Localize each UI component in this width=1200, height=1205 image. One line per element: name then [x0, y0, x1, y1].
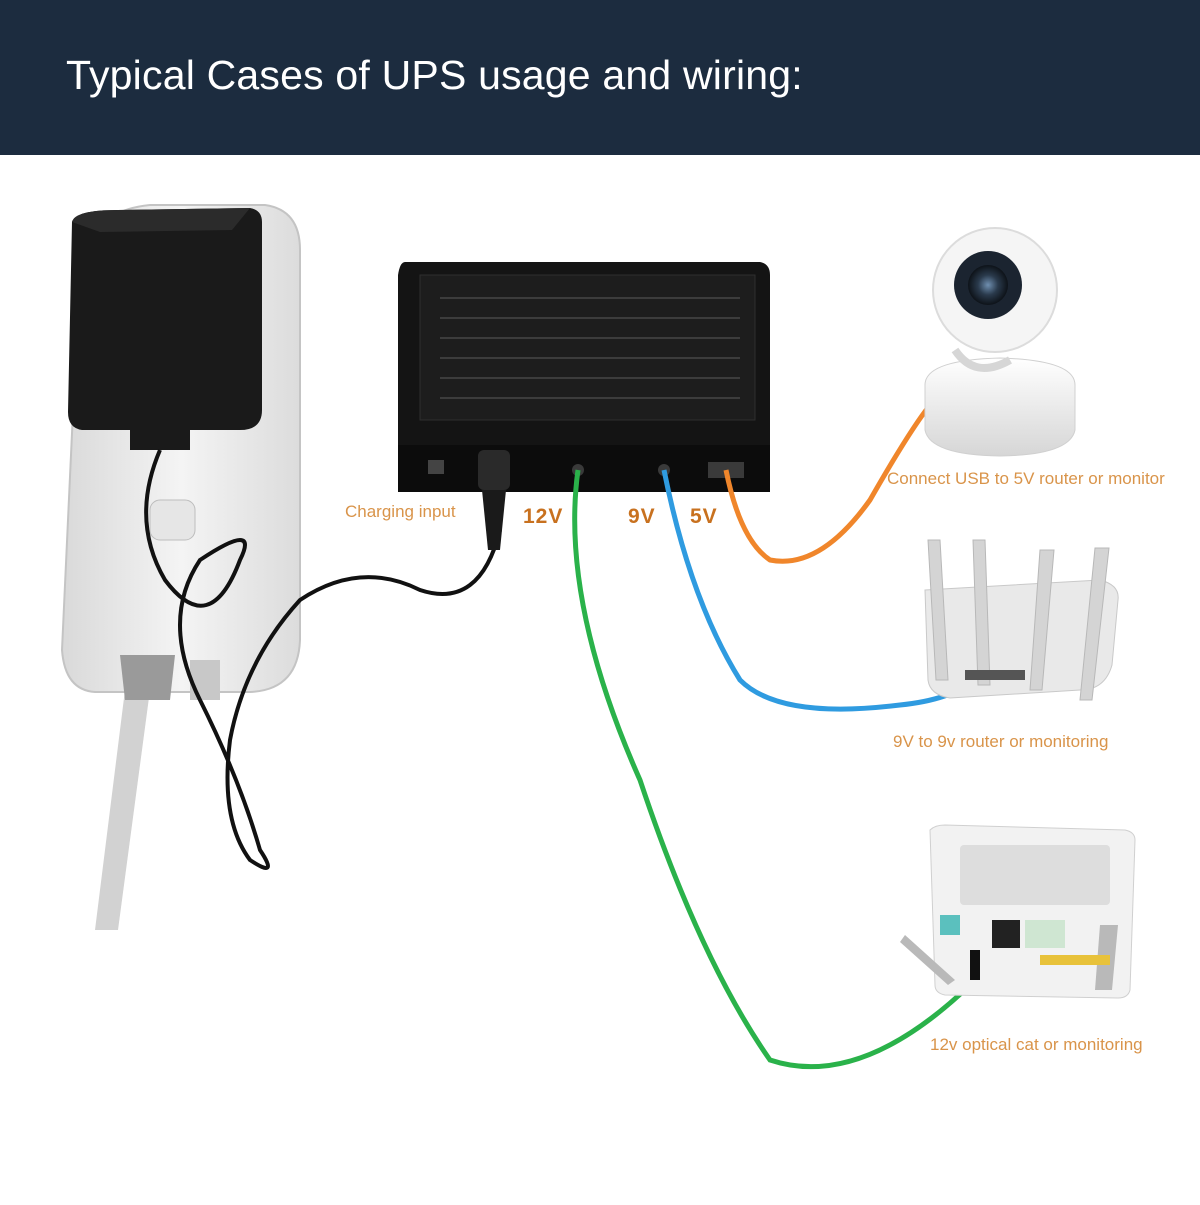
cable-9v: [661, 469, 977, 712]
camera-base: [924, 357, 1076, 457]
router-antenna-2: [972, 539, 991, 686]
strip-switch: [149, 499, 196, 541]
charging-input-port: [478, 450, 510, 490]
adapter-strain-relief: [130, 430, 190, 450]
port-5v-label: 5V: [690, 505, 718, 528]
wiring-illustration: [60, 204, 1136, 1070]
strip-cord: [95, 690, 150, 930]
cable-12v: [572, 469, 972, 1070]
wiring-diagram: Charging input 12V 9V 5V Connect USB to …: [0, 155, 1200, 1200]
router-antenna-4: [1079, 547, 1110, 701]
charging-plug: [482, 490, 506, 550]
router-antenna-3: [1029, 549, 1055, 691]
strip-plug: [120, 655, 175, 700]
charging-input-label: Charging input: [345, 502, 456, 521]
modem-antenna-left: [900, 935, 955, 985]
optical-modem: [900, 824, 1136, 999]
ups-top-label: [419, 274, 756, 421]
adapter-body: [68, 208, 262, 430]
wifi-router: [924, 539, 1119, 701]
port-12v-label: 12V: [523, 505, 564, 528]
ups-box: [398, 262, 770, 550]
router-antenna-1: [927, 539, 949, 681]
header-banner: Typical Cases of UPS usage and wiring:: [0, 0, 1200, 155]
modem-power-plug: [970, 950, 980, 980]
optical-12v-label: 12v optical cat or monitoring: [930, 1035, 1143, 1054]
adapter-cable: [144, 449, 502, 870]
router-9v-label: 9V to 9v router or monitoring: [893, 732, 1109, 751]
modem-qr-code: [992, 920, 1020, 948]
modem-vent: [960, 845, 1110, 905]
modem-ports: [1040, 955, 1110, 965]
router-body: [924, 579, 1119, 699]
ups-switch: [428, 460, 444, 474]
ip-camera: [924, 227, 1076, 457]
modem-sticker: [1025, 920, 1065, 948]
port-9v-label: 9V: [628, 505, 656, 528]
power-adapter: [68, 208, 502, 870]
page-title: Typical Cases of UPS usage and wiring:: [66, 52, 803, 98]
cable-5v: [723, 403, 932, 564]
camera-lens: [968, 265, 1008, 305]
strip-latch: [190, 660, 220, 700]
modem-sticker-2: [940, 915, 960, 935]
usb-5v-label: Connect USB to 5V router or monitor: [887, 469, 1165, 488]
router-ports: [965, 670, 1025, 680]
